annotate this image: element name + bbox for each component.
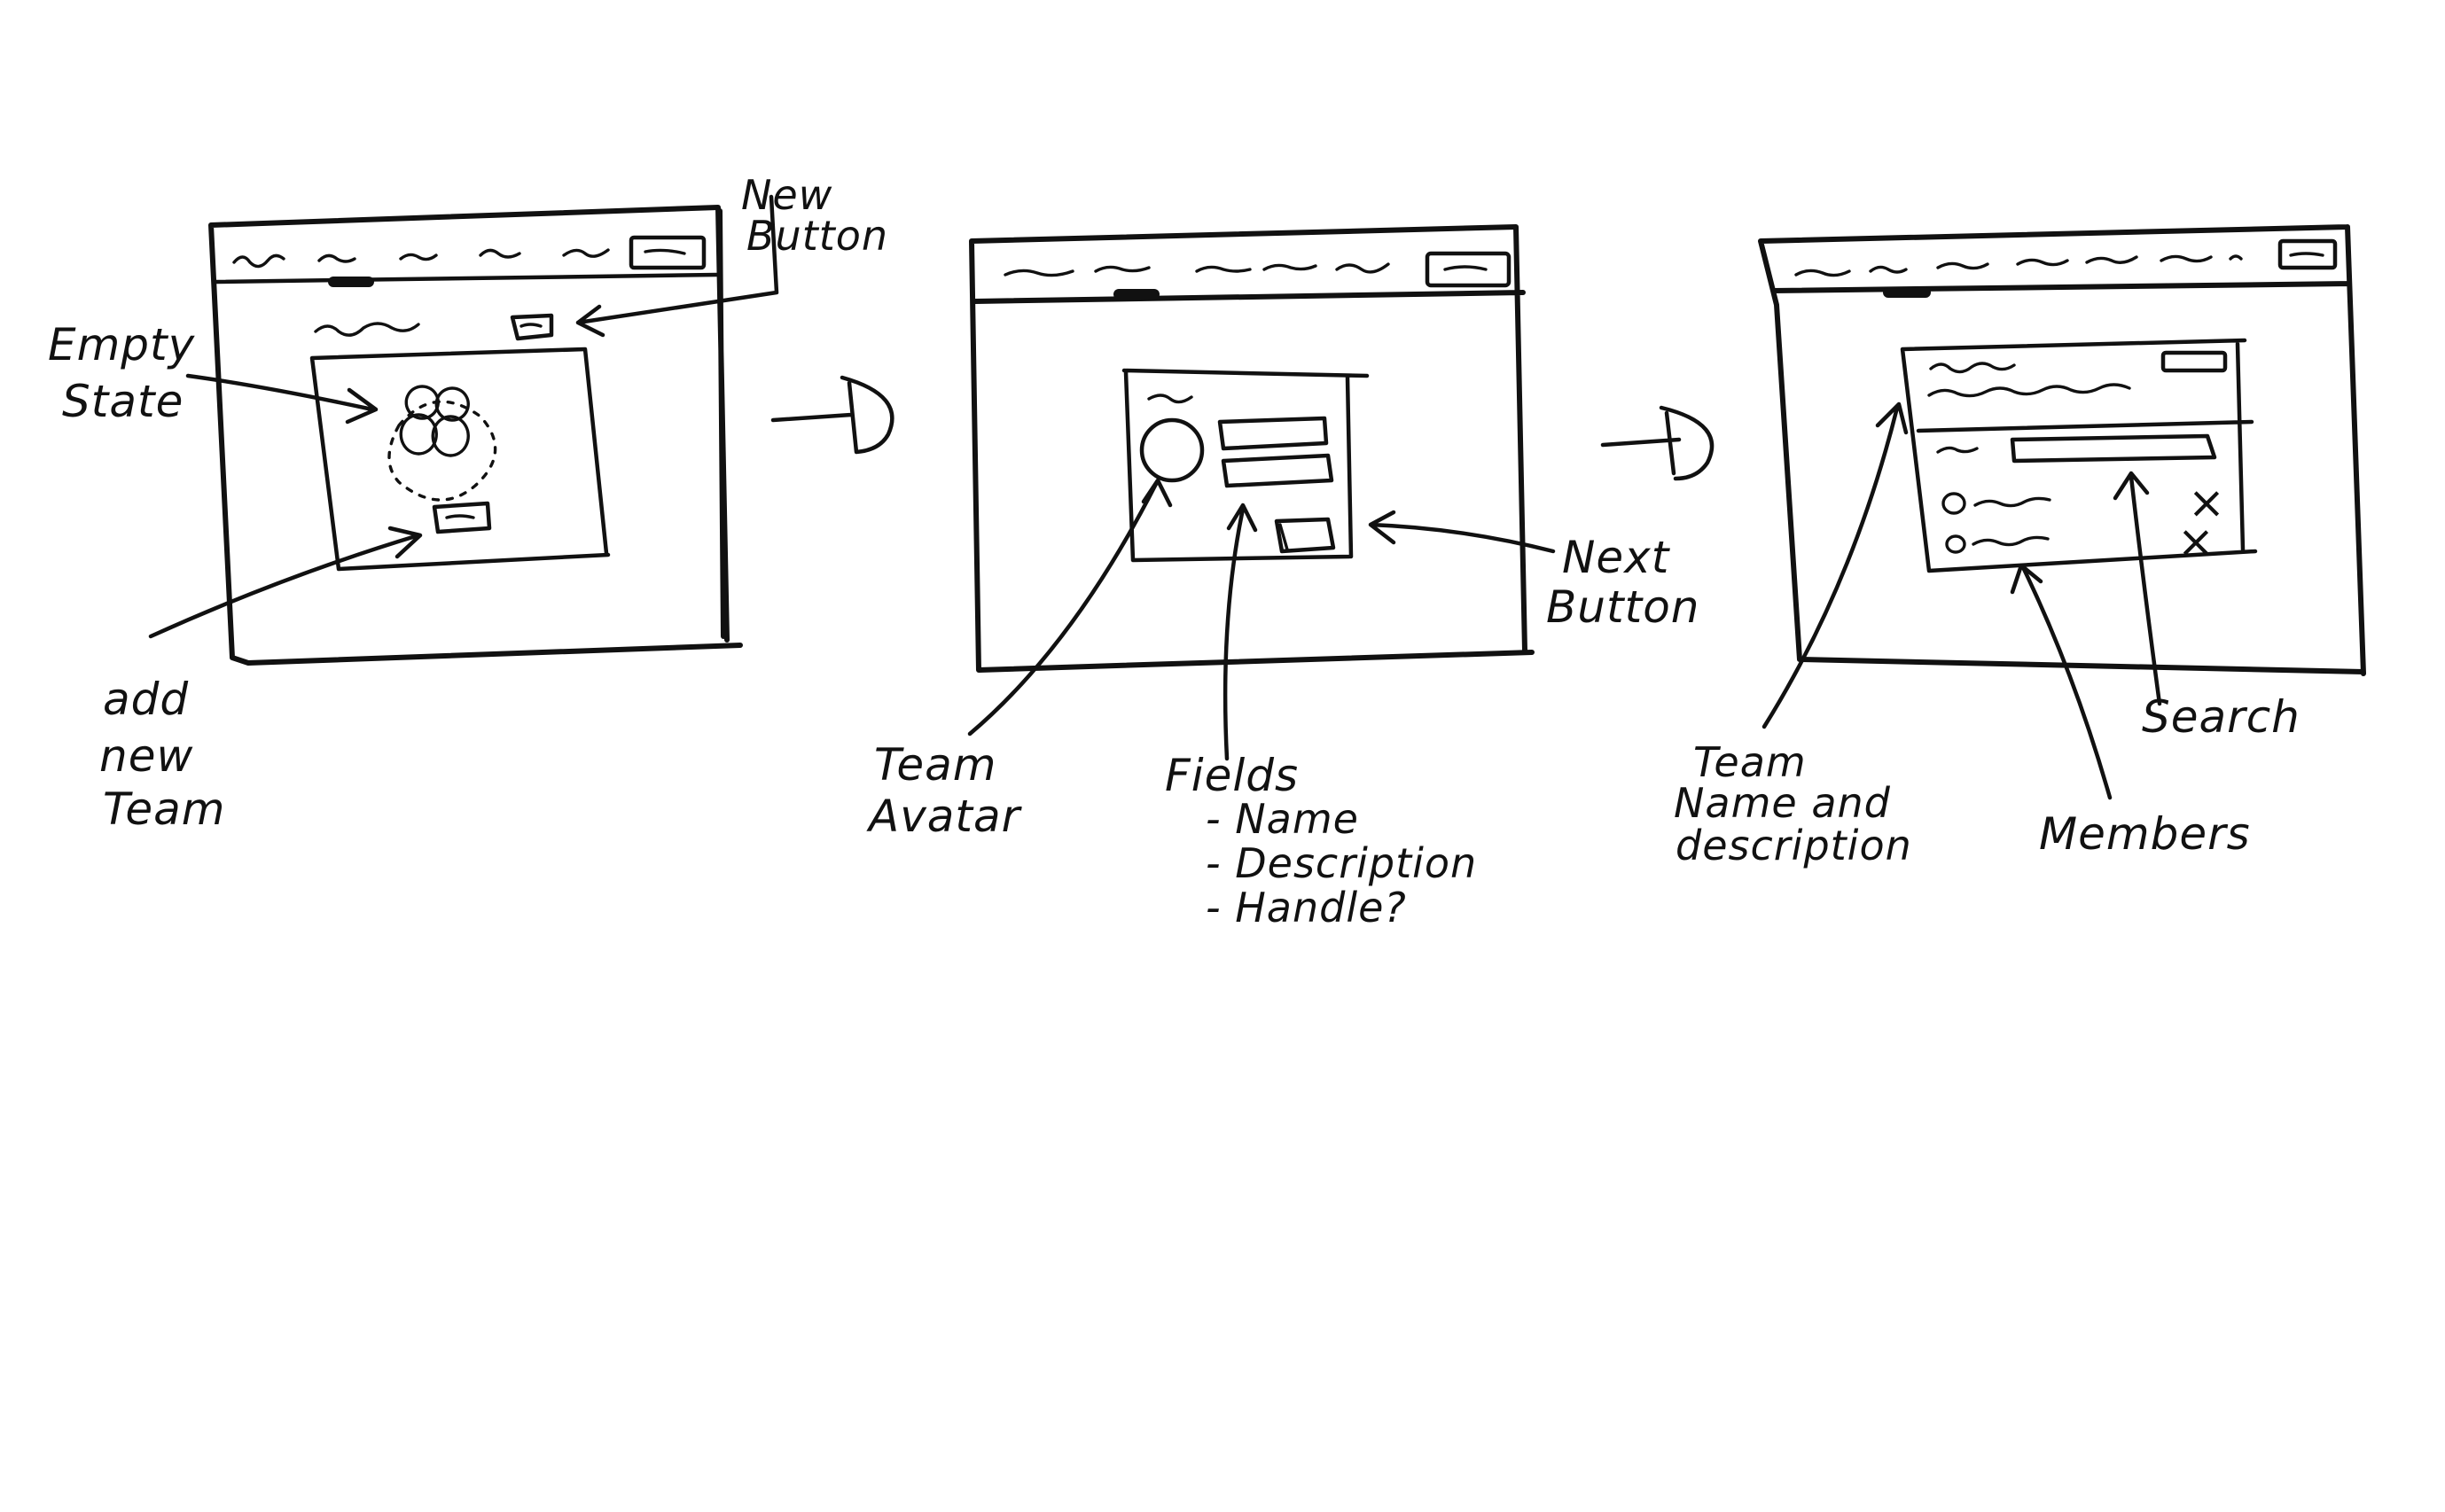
nav-items <box>1004 251 1512 300</box>
description-field-sketch <box>1221 453 1334 488</box>
fields-annotation: - Name <box>1206 795 1359 843</box>
fields-annotation: - Handle? <box>1206 884 1407 931</box>
nav-active-indicator <box>1113 289 1160 300</box>
empty-state-illustration <box>387 385 497 502</box>
team-name-and-description-annotation: Team <box>1693 738 1807 786</box>
new-button-arrow <box>575 194 779 338</box>
next-button-sketch <box>1274 517 1336 554</box>
fields-annotation: Fields <box>1165 750 1299 801</box>
add-new-team-annotation: new <box>99 730 193 782</box>
browser-frame <box>208 205 743 666</box>
member-avatar <box>1945 534 1966 554</box>
next-button-arrow <box>1368 510 1556 554</box>
flow-arrow-icon <box>1600 405 1715 481</box>
nav-item-scribble <box>2085 255 2138 264</box>
name-field-sketch <box>1217 416 1329 451</box>
nav-user-button-scribble <box>1443 265 1488 271</box>
nav-item-scribble <box>1004 269 1074 277</box>
nav-items <box>1794 238 2338 298</box>
nav-item-scribble <box>1869 265 1908 274</box>
team-avatar-annotation: Team <box>874 739 996 791</box>
new-team-form-screen <box>967 224 1556 761</box>
nav-user-button-scribble <box>644 248 686 255</box>
remove-member-icon[interactable]: × <box>2177 516 2215 567</box>
team-name-and-description-annotation: Name and <box>1674 779 1891 827</box>
nav-item-scribble <box>1094 265 1151 273</box>
remove-member-icon[interactable]: × <box>2188 477 2226 528</box>
nav-item-scribble <box>1794 269 1851 277</box>
add-new-team-annotation: add <box>103 674 189 725</box>
nav-item-scribble <box>2229 254 2243 261</box>
new-button-annotation: New <box>741 171 832 219</box>
nav-item-scribble <box>1936 261 1989 270</box>
search-label-scribble <box>1936 446 1979 454</box>
search-arrow <box>2113 471 2162 706</box>
team-description-scribble <box>1927 383 2131 398</box>
nav-item-scribble <box>1262 263 1317 271</box>
page-title-scribble <box>314 322 420 337</box>
team-avatar-circle <box>1139 417 1205 483</box>
fields-arrow <box>1222 503 1258 761</box>
browser-frame <box>1758 224 2366 676</box>
browser-frame <box>969 224 1535 673</box>
nav-user-button-scribble <box>2289 252 2324 257</box>
add-new-team-arrow <box>148 526 423 639</box>
members-arrow <box>2010 563 2113 800</box>
team-name-and-description-annotation: description <box>1676 822 1912 869</box>
nav-user-button-sketch <box>629 235 707 270</box>
team-action-button-sketch <box>2160 350 2228 373</box>
team-name-scribble <box>1929 362 2016 374</box>
empty-state-annotation: State <box>62 376 184 427</box>
empty-state-annotation: Empty <box>48 319 196 370</box>
form-title-scribble <box>1147 394 1193 404</box>
nav-active-indicator <box>328 277 374 287</box>
nav-item-scribble <box>317 253 356 263</box>
add-new-team-button-sketch <box>432 501 492 534</box>
nav-item-scribble <box>479 248 521 259</box>
search-annotation: Search <box>2142 691 2300 743</box>
member-avatar <box>1941 492 1966 515</box>
next-button-annotation: Button <box>1546 581 1699 633</box>
nav-user-button-sketch <box>2277 238 2338 270</box>
nav-divider <box>214 272 719 284</box>
member-name-scribble <box>1973 496 2051 508</box>
members-annotation: Members <box>2039 808 2251 860</box>
team-avatar-annotation: Avatar <box>866 791 1023 842</box>
add-new-team-annotation: Team <box>103 783 225 835</box>
content-panel <box>309 347 611 572</box>
nav-item-scribble <box>2160 254 2213 263</box>
new-button-sketch <box>510 313 554 341</box>
nav-item-scribble <box>1335 262 1390 274</box>
member-name-scribble <box>1972 535 2050 547</box>
empty-state-arrow <box>185 373 379 425</box>
flow-arrow-icon <box>770 375 894 455</box>
search-field-sketch <box>2010 433 2217 464</box>
form-card <box>1121 368 1370 563</box>
nav-item-scribble <box>232 253 285 269</box>
nav-active-indicator <box>1883 287 1931 298</box>
fields-annotation: - Description <box>1206 839 1477 887</box>
nav-item-scribble <box>2016 258 2069 267</box>
member-row: × <box>1941 477 2226 528</box>
team-detail-screen: × × <box>1758 224 2366 800</box>
new-button-annotation: Button <box>746 212 888 260</box>
team-name-and-description-arrow <box>1761 401 1909 729</box>
member-row: × <box>1945 516 2215 567</box>
nav-item-scribble <box>562 248 610 258</box>
nav-item-scribble <box>399 253 438 261</box>
nav-items <box>232 235 707 287</box>
empty-state-screen <box>148 194 779 666</box>
team-avatar-arrow <box>967 478 1173 737</box>
team-card <box>1900 338 2258 573</box>
next-button-annotation: Next <box>1562 532 1671 583</box>
nav-user-button-sketch <box>1425 251 1512 288</box>
nav-item-scribble <box>1195 265 1252 273</box>
